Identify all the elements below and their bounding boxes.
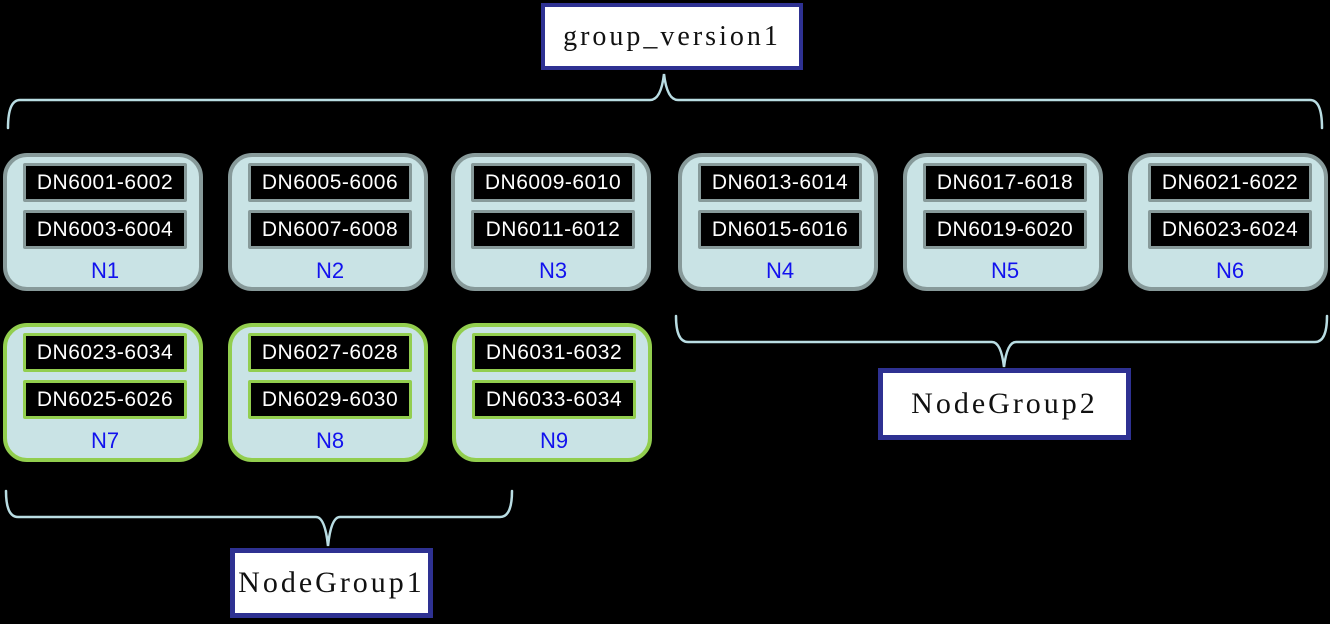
- dn-range: DN6033-6034: [472, 380, 636, 419]
- dn-range: DN6007-6008: [248, 210, 412, 249]
- node-name: N7: [90, 428, 120, 453]
- dn-range: DN6021-6022: [1148, 163, 1312, 202]
- node-n4: DN6013-6014 DN6015-6016 N4: [678, 153, 878, 291]
- node-n8: DN6027-6028 DN6029-6030 N8: [228, 323, 428, 462]
- group-version-label: group_version1: [541, 3, 803, 70]
- dn-range: DN6011-6012: [471, 210, 635, 249]
- nodegroup1-brace: [4, 489, 514, 547]
- nodegroup2-label: NodeGroup2: [878, 368, 1131, 440]
- node-name: N4: [765, 258, 795, 283]
- group-version-text: group_version1: [563, 20, 781, 52]
- node-n1: DN6001-6002 DN6003-6004 N1: [3, 153, 203, 291]
- node-name: N3: [538, 258, 568, 283]
- dn-range: DN6023-6034: [23, 333, 187, 372]
- dn-range: DN6009-6010: [471, 163, 635, 202]
- node-n6: DN6021-6022 DN6023-6024 N6: [1128, 153, 1328, 291]
- dn-range: DN6029-6030: [248, 380, 412, 419]
- node-name: N5: [990, 258, 1020, 283]
- node-n2: DN6005-6006 DN6007-6008 N2: [228, 153, 428, 291]
- dn-range: DN6013-6014: [698, 163, 862, 202]
- dn-range: DN6023-6024: [1148, 210, 1312, 249]
- node-name: N8: [315, 428, 345, 453]
- nodegroup2-brace: [674, 314, 1329, 368]
- nodegroup2-text: NodeGroup2: [911, 387, 1098, 420]
- dn-range: DN6015-6016: [698, 210, 862, 249]
- dn-range: DN6001-6002: [23, 163, 187, 202]
- node-name: N2: [315, 258, 345, 283]
- node-n3: DN6009-6010 DN6011-6012 N3: [451, 153, 651, 291]
- dn-range: DN6005-6006: [248, 163, 412, 202]
- dn-range: DN6031-6032: [472, 333, 636, 372]
- node-n5: DN6017-6018 DN6019-6020 N5: [903, 153, 1103, 291]
- nodegroup1-label: NodeGroup1: [230, 548, 433, 618]
- dn-range: DN6003-6004: [23, 210, 187, 249]
- top-brace: [6, 73, 1324, 130]
- node-n7: DN6023-6034 DN6025-6026 N7: [3, 323, 203, 462]
- node-name: N1: [90, 258, 120, 283]
- dn-range: DN6019-6020: [923, 210, 1087, 249]
- dn-range: DN6027-6028: [248, 333, 412, 372]
- nodegroup1-text: NodeGroup1: [238, 566, 425, 599]
- node-name: N9: [539, 428, 569, 453]
- node-name: N6: [1215, 258, 1245, 283]
- dn-range: DN6025-6026: [23, 380, 187, 419]
- dn-range: DN6017-6018: [923, 163, 1087, 202]
- node-n9: DN6031-6032 DN6033-6034 N9: [452, 323, 652, 462]
